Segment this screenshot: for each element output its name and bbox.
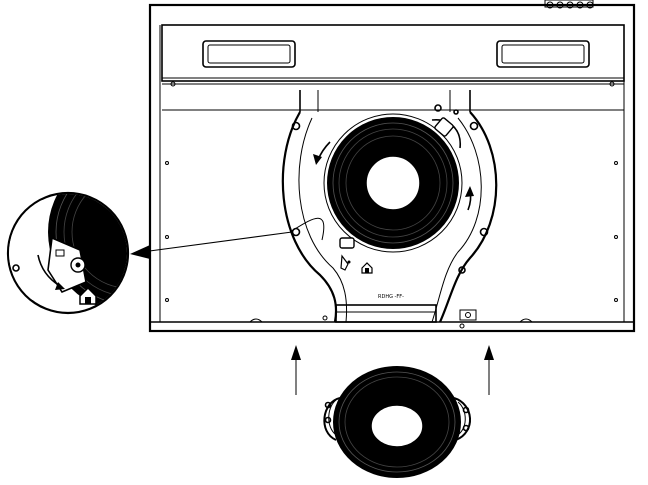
house-icon (361, 262, 373, 274)
pointer-arrow-icon (130, 231, 293, 259)
house-icon (79, 286, 97, 305)
charcoal-filter (323, 366, 471, 478)
blower-housing: RDHG -FF- (281, 90, 498, 329)
detail-magnifier (6, 191, 130, 315)
light-lens-left (202, 40, 296, 68)
control-buttons (544, 0, 594, 9)
insert-arrow-icon (484, 345, 494, 395)
latch-clip (340, 254, 351, 271)
rotation-arrow-icon (313, 141, 331, 165)
light-lens-right (496, 40, 590, 68)
insert-arrow-icon (291, 345, 301, 395)
rotation-arrow-icon (465, 186, 474, 211)
range-hood (148, 0, 636, 333)
charcoal-filter-installed (323, 113, 463, 253)
control-panel (161, 24, 625, 82)
hood-label: RDHG -FF- (378, 294, 404, 300)
hood-frame (148, 3, 636, 333)
